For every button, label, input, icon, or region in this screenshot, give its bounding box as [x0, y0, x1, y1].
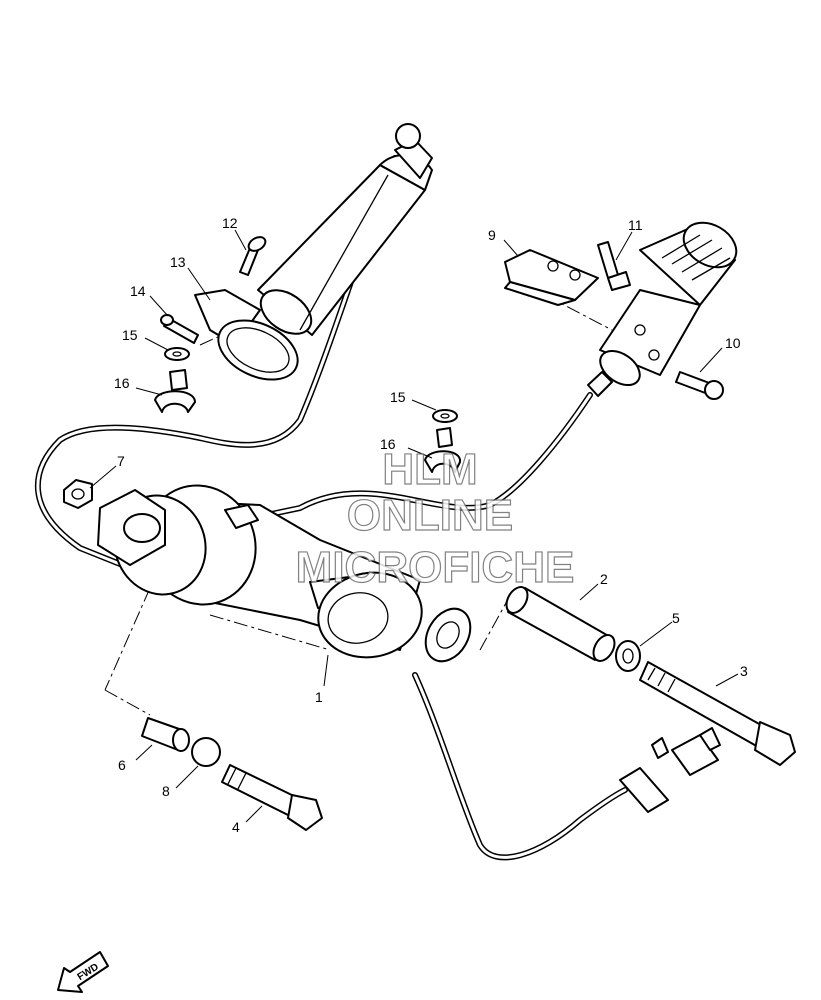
washer-5: [615, 640, 641, 672]
callout-16-left: 16: [114, 375, 130, 391]
callout-5: 5: [672, 610, 680, 626]
callout-leaders: [89, 229, 739, 823]
bolt-3: [639, 661, 796, 766]
remote-reservoir: [257, 123, 433, 336]
watermark-line1: HLM: [382, 445, 477, 494]
callout-2: 2: [600, 571, 608, 587]
watermark-line2: ONLINE: [347, 491, 513, 540]
callout-9: 9: [488, 227, 496, 243]
washer-15-center: [432, 409, 458, 423]
callout-6: 6: [118, 757, 126, 773]
callout-7: 7: [117, 453, 125, 469]
fwd-badge: FWD: [57, 951, 109, 993]
fwd-arrow-icon: [57, 951, 109, 993]
callout-15-left: 15: [122, 327, 138, 343]
cables: [34, 155, 628, 861]
callout-13: 13: [170, 254, 186, 270]
callout-12: 12: [222, 215, 238, 231]
callout-15-center: 15: [390, 389, 406, 405]
bolt-10: [675, 371, 724, 400]
bolt-11: [597, 241, 631, 291]
bushing-8: [191, 737, 221, 767]
collar-6: [141, 717, 190, 752]
preload-adjuster: [587, 221, 738, 397]
shock-absorber-1: [97, 484, 472, 663]
collar-2: [505, 586, 616, 662]
callouts: 12 13 14 15 16 9 11 10 15 16 7 2 5 3 1 6…: [114, 215, 748, 835]
callout-11: 11: [628, 217, 643, 233]
callout-14: 14: [130, 283, 146, 299]
clip-16-left: [154, 369, 196, 413]
washer-15-left: [164, 347, 190, 361]
bolt-12: [239, 236, 267, 276]
bolt-4: [221, 764, 323, 831]
nut-7: [63, 479, 93, 509]
watermark-line3: MICROFICHE: [296, 543, 575, 592]
bolt-14: [160, 314, 199, 344]
watermark: HLM ONLINE MICROFICHE: [295, 444, 575, 592]
reservoir-bracket: [194, 289, 299, 381]
callout-8: 8: [162, 783, 170, 799]
callout-4: 4: [232, 819, 240, 835]
callout-3: 3: [740, 663, 748, 679]
callout-16-center: 16: [380, 436, 396, 452]
clip-16-center: [424, 427, 461, 473]
sensor-connector: [619, 727, 721, 813]
callout-10: 10: [725, 335, 741, 351]
adjuster-bracket-9: [504, 249, 599, 306]
callout-1: 1: [315, 689, 323, 705]
